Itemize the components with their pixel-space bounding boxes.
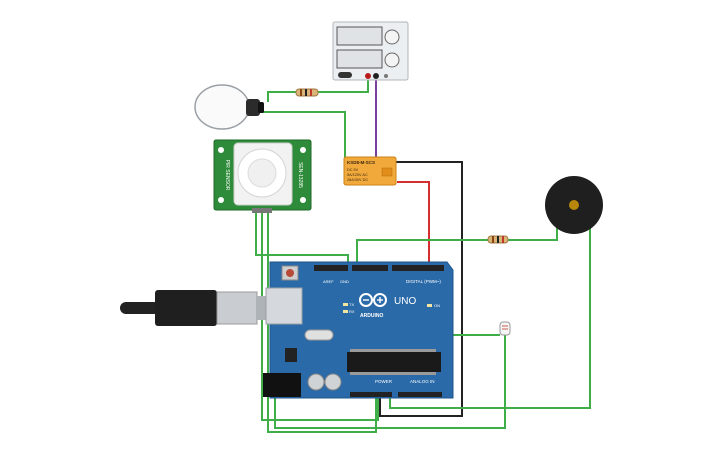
model-label: UNO [394,296,416,307]
wire-pir-signal[interactable] [255,210,349,266]
wire-resistor-bulb[interactable] [267,91,296,102]
usb-port[interactable] [265,287,303,325]
wire-psu-resistor[interactable] [318,80,369,93]
on-led [427,304,432,307]
usb-plug-icon[interactable] [120,290,269,326]
tx-label: TX [349,302,354,307]
wire-bulb-relay[interactable] [262,111,346,165]
gnd-label: GND [340,279,349,284]
tx-led [343,303,348,306]
digital-header[interactable] [392,265,444,271]
aref-label: AREF [323,279,334,284]
analog-label: ANALOG IN [410,379,435,384]
relay-line-3: 28A/30V DC [347,178,368,182]
voltage-knob[interactable] [384,29,400,45]
power-supply[interactable] [332,21,409,81]
arduino-uno-board[interactable]: DIGITAL (PWM~) AREF GND UNO ARDUINO TX R… [263,261,454,399]
psu-terminal-negative[interactable] [373,73,379,79]
relay-module[interactable]: KSD8-M-SCS DC 5V 5A/125V AC 28A/30V DC [343,156,397,186]
capacitor-2 [324,373,342,391]
atmega-chip [347,352,441,372]
photoresistor[interactable] [499,321,511,336]
wire-pin-buzzer-resistor[interactable] [356,239,488,266]
barrel-jack[interactable] [263,373,301,397]
analog-header[interactable] [398,392,442,397]
wire-buzzer-gnd[interactable] [389,228,591,409]
wire-relay-pin[interactable] [397,181,430,266]
power-label: POWER [375,379,393,384]
pir-side-label-2: SEN-13285 [297,162,303,188]
crystal [304,329,334,341]
wire-resistor-buzzer[interactable] [508,228,558,241]
on-label: ON [434,303,440,308]
rx-label: RX [349,309,355,314]
reset-button[interactable] [286,269,294,277]
psu-terminal-positive[interactable] [365,73,371,79]
current-knob[interactable] [384,52,400,68]
relay-title: KSD8-M-SCS [347,160,375,165]
rx-led [343,310,348,313]
psu-switch[interactable] [338,72,352,78]
relay-line-2: 5A/125V AC [347,173,368,177]
piezo-buzzer-icon[interactable] [545,176,603,234]
relay-line-1: DC 5V [347,168,359,172]
resistor-buzzer[interactable] [487,235,509,244]
pir-sensor[interactable]: PIR SENSOR SEN-13285 [213,139,312,213]
power-header[interactable] [350,392,392,397]
brand-label: ARDUINO [360,313,383,319]
capacitor-1 [307,373,325,391]
light-bulb-icon[interactable] [194,84,264,130]
resistor-bulb[interactable] [295,88,319,97]
arduino-logo [359,293,387,307]
wire-relay-gnd[interactable] [379,161,463,417]
pir-side-label: PIR SENSOR [224,160,230,191]
digital-label: DIGITAL (PWM~) [406,279,441,284]
